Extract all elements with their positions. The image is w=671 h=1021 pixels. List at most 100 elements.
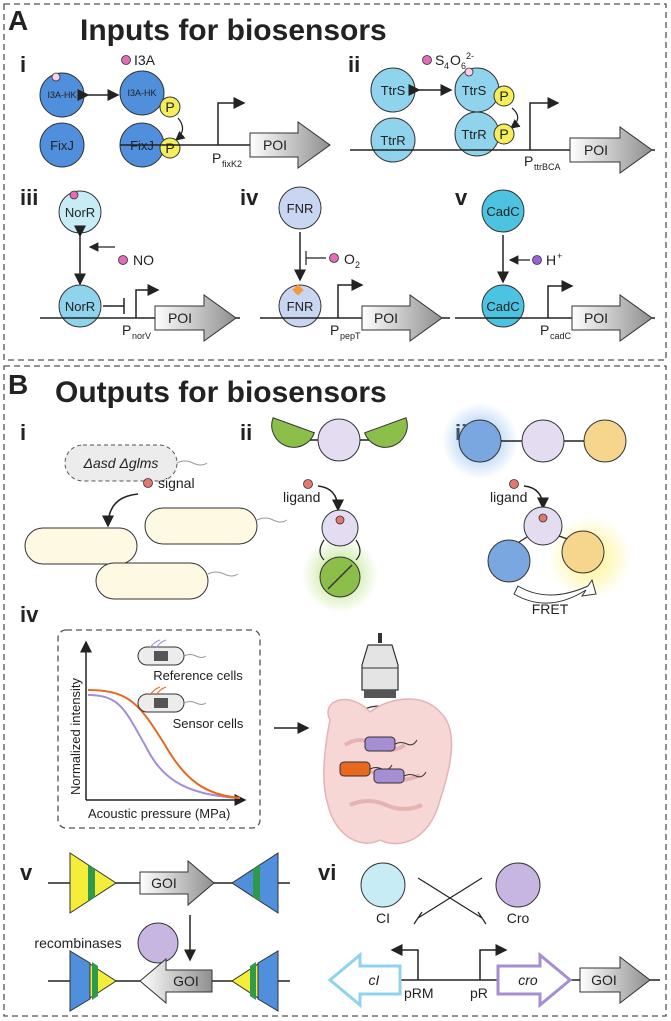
fnr-bottom	[278, 284, 322, 328]
tetrathionate-bound	[464, 67, 474, 77]
sensor-curve	[87, 689, 241, 799]
poi-gene	[361, 294, 443, 342]
ligand-bound	[335, 515, 345, 525]
svg-text:P: P	[122, 322, 131, 338]
norr-bottom	[58, 284, 102, 328]
svg-text:cI: cI	[369, 972, 380, 988]
repression-bar	[477, 911, 487, 925]
promoter-arrow	[337, 279, 364, 318]
acceptor-fluorophore	[561, 530, 605, 574]
hybrid-site	[257, 950, 279, 1012]
transfer-arrow	[510, 107, 521, 129]
poi-gene	[249, 121, 331, 169]
bacterium	[144, 507, 258, 545]
flagellum	[394, 739, 418, 746]
svg-text:ligand: ligand	[283, 489, 320, 505]
promoter-arrow	[217, 97, 246, 145]
binding-arrow	[317, 485, 344, 512]
i3a-hk-right	[119, 70, 165, 116]
panel-a-ii: ii S 4 O 6 2- TtrS TtrR TtrS P TtrR P P …	[348, 51, 655, 174]
core-site	[253, 865, 260, 901]
split-gfp-half	[363, 417, 408, 448]
svg-text:cro: cro	[518, 972, 538, 988]
svg-text:v: v	[455, 185, 468, 210]
core-site	[92, 962, 98, 1000]
transfer-arrow	[175, 117, 186, 141]
panel-b-v: v GOI recombinases GOI	[20, 852, 290, 1012]
panel-a-iv: iv FNR O 2 FNR P pepT POI	[240, 185, 450, 342]
promoter-arrow	[529, 97, 560, 150]
x-axis-label: Acoustic pressure (MPa)	[88, 806, 230, 821]
goi-gene	[579, 955, 651, 1005]
ttrr-left	[370, 117, 416, 163]
reference-bacterium	[373, 768, 405, 784]
cro-gene	[496, 951, 573, 1009]
legend-sensor: Sensor cells	[173, 716, 244, 731]
reference-curve	[87, 694, 241, 799]
svg-text:ii: ii	[240, 420, 252, 445]
poi-gene	[569, 126, 653, 174]
iron-sulfur-cluster	[292, 284, 304, 296]
svg-text:fixK2: fixK2	[222, 159, 242, 169]
auxotroph-cell	[64, 444, 178, 482]
goi-gene	[139, 859, 215, 907]
bacterium	[24, 527, 138, 565]
svg-text:POI: POI	[374, 310, 398, 326]
fret-arrow-icon	[513, 578, 597, 604]
svg-text:iv: iv	[240, 185, 259, 210]
svg-text:P: P	[524, 153, 533, 169]
svg-text:pepT: pepT	[340, 331, 361, 341]
panel-a-border	[3, 3, 667, 361]
phosphate-icon	[159, 137, 181, 159]
reference-bacterium	[364, 736, 396, 752]
signal-waves	[149, 639, 167, 649]
promoter-arrow	[135, 284, 160, 318]
svg-text:NO: NO	[133, 252, 154, 268]
sensing-domain-bound	[321, 509, 359, 547]
binding-arrow	[523, 485, 549, 510]
flagellum	[176, 460, 208, 466]
svg-text:TtrS: TtrS	[462, 83, 487, 98]
svg-text:POI: POI	[584, 310, 608, 326]
svg-text:TtrS: TtrS	[381, 83, 406, 98]
svg-text:POI: POI	[584, 142, 608, 158]
ligand-bound	[538, 513, 548, 523]
acceptor-fluorophore	[583, 419, 627, 463]
svg-text:iv: iv	[20, 602, 39, 627]
svg-text:GOI: GOI	[151, 875, 177, 891]
svg-text:P: P	[499, 88, 508, 104]
svg-text:Δasd Δglms: Δasd Δglms	[83, 455, 159, 471]
svg-text:4: 4	[444, 61, 449, 71]
sensing-domain-bound	[523, 506, 563, 546]
svg-text:P: P	[212, 150, 221, 166]
sensing-domain	[317, 418, 361, 462]
poi-gene	[154, 294, 237, 342]
svg-text:TtrR: TtrR	[380, 133, 405, 148]
sensor-bacterium	[339, 761, 371, 777]
phosphate-icon	[493, 123, 515, 145]
svg-text:I3A-HK: I3A-HK	[127, 88, 156, 98]
panel-b-i: i Δasd Δglms signal	[20, 420, 288, 600]
svg-text:GOI: GOI	[173, 973, 199, 989]
svg-text:ligand: ligand	[490, 489, 527, 505]
svg-text:P: P	[165, 99, 174, 115]
svg-text:CadC: CadC	[486, 204, 519, 219]
oxygen-molecule	[329, 253, 339, 263]
goi-gene-inverted	[139, 957, 213, 1005]
svg-text:vi: vi	[318, 860, 336, 885]
svg-text:NorR: NorR	[65, 299, 95, 314]
panel-b-border	[3, 365, 667, 1017]
probe-cable	[378, 633, 382, 643]
svg-text:CI: CI	[376, 910, 390, 926]
fixj-left	[39, 122, 85, 168]
core-site	[88, 865, 95, 901]
cadc-top	[481, 189, 525, 233]
svg-text:POI: POI	[168, 310, 192, 326]
svg-text:cadC: cadC	[550, 331, 572, 341]
svg-text:FixJ: FixJ	[50, 138, 74, 153]
panel-b-ii: ii ligand	[240, 417, 408, 613]
svg-text:i: i	[20, 420, 26, 445]
signal-waves	[149, 686, 167, 696]
phosphate-icon	[159, 96, 181, 118]
